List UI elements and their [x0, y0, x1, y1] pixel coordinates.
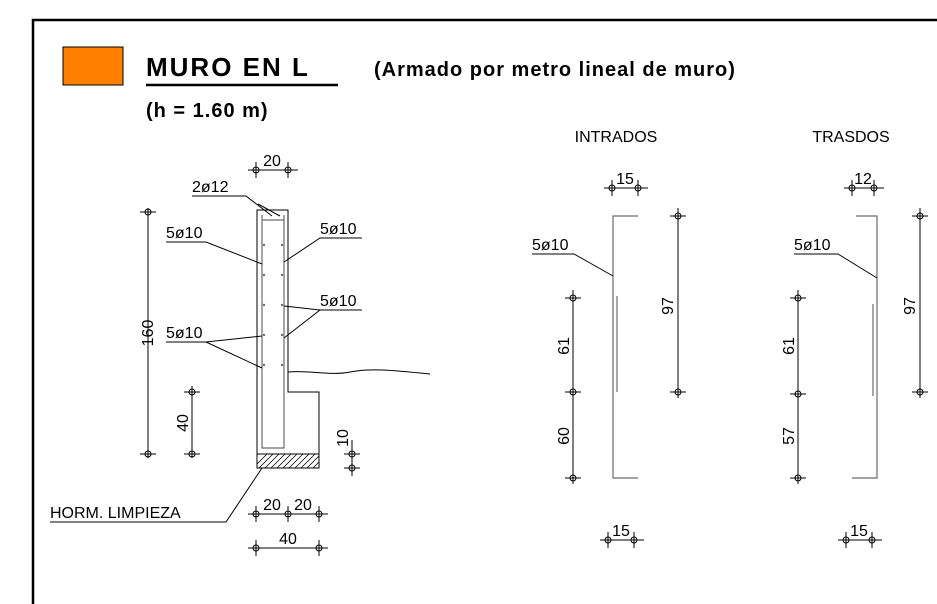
height-note: (h = 1.60 m)	[146, 100, 269, 122]
trasdos-detail: TRASDOS 12 5ø10 97 61 57 15	[781, 129, 928, 548]
ground-line	[287, 369, 431, 375]
lean-concrete-base	[256, 453, 320, 469]
intrados-detail: INTRADOS 15 5ø10 97 61 60 15	[532, 129, 686, 548]
bar-label-left-lower: 5ø10	[166, 325, 203, 342]
lean-concrete-label: HORM. LIMPIEZA	[50, 505, 181, 522]
trasdos-bottom-hook-dim: 15	[850, 523, 868, 540]
base-dim-right: 20	[294, 497, 312, 514]
trasdos-top-hook-dim: 12	[854, 171, 872, 188]
rebar-cage	[261, 215, 285, 449]
drawing-title: MURO EN L	[146, 52, 310, 82]
trasdos-title: TRASDOS	[812, 129, 889, 146]
drawing-subtitle: (Armado por metro lineal de muro)	[374, 59, 736, 81]
intrados-length-dim: 97	[660, 297, 677, 315]
rebar-dots	[262, 243, 284, 367]
base-thickness-dim: 10	[335, 429, 352, 447]
intrados-title: INTRADOS	[575, 129, 658, 146]
base-total-dim: 40	[279, 531, 297, 548]
intrados-upper-dim: 61	[556, 337, 573, 355]
wall-outline	[256, 209, 320, 455]
top-width-dim: 20	[263, 153, 281, 170]
trasdos-lower-dim: 57	[781, 427, 798, 445]
wall-section: 20 2ø12 5ø10 5ø10 5ø10 5ø10 160 40	[50, 153, 431, 556]
intrados-lower-dim: 60	[556, 427, 573, 445]
intrados-bar-label: 5ø10	[532, 237, 569, 254]
trasdos-bar-label: 5ø10	[794, 237, 831, 254]
base-dim-left: 20	[263, 497, 281, 514]
bar-label-left-upper: 5ø10	[166, 225, 203, 242]
bar-label-right-lower: 5ø10	[320, 293, 357, 310]
intrados-bottom-hook-dim: 15	[612, 523, 630, 540]
top-bar-label: 2ø12	[192, 179, 229, 196]
color-swatch	[62, 46, 124, 86]
height-dim: 160	[140, 320, 157, 347]
trasdos-upper-dim: 61	[781, 337, 798, 355]
trasdos-bar	[852, 215, 878, 479]
bar-label-right-upper: 5ø10	[320, 221, 357, 238]
footing-height-dim: 40	[175, 414, 192, 432]
trasdos-length-dim: 97	[902, 297, 919, 315]
drawing-frame	[31, 18, 937, 604]
intrados-bar	[612, 215, 638, 479]
lean-concrete-hatch	[256, 453, 320, 469]
intrados-top-hook-dim: 15	[616, 171, 634, 188]
